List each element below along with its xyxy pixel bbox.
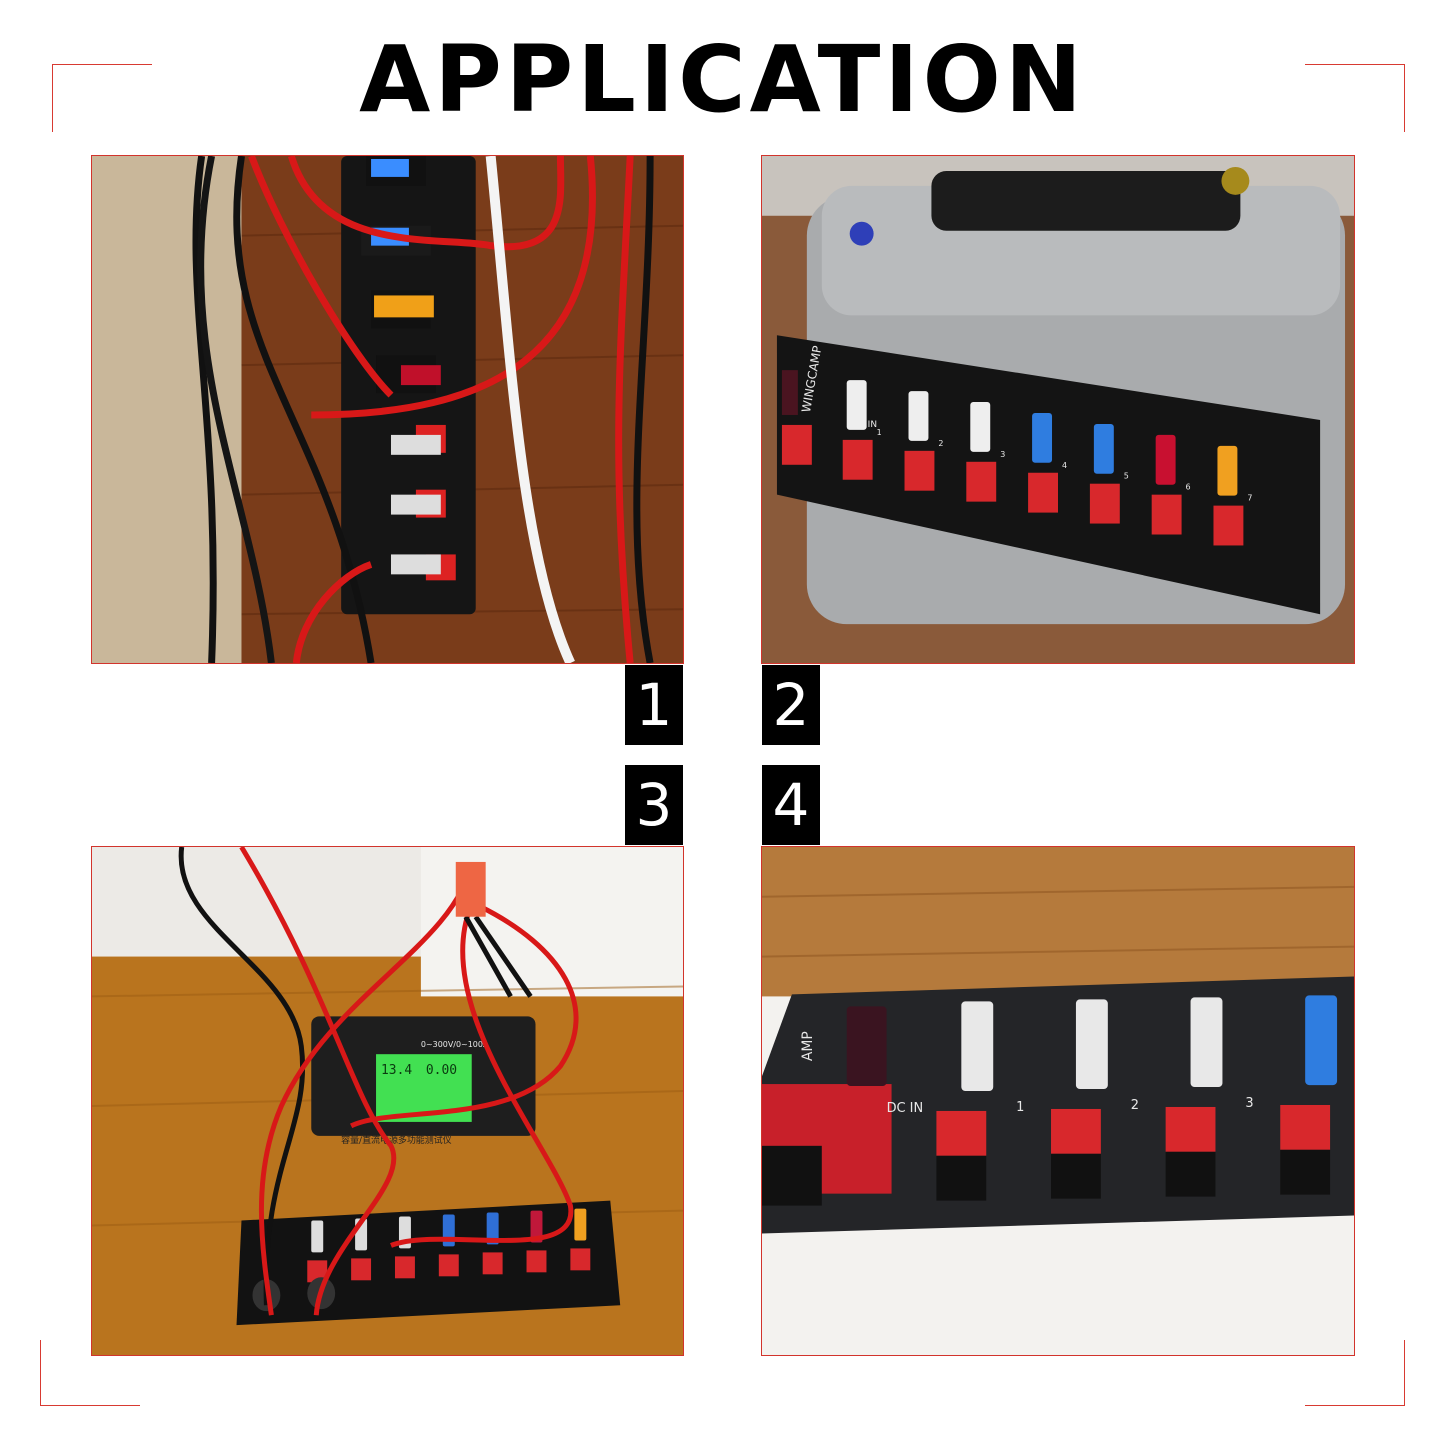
number-badge-3: 3 xyxy=(625,765,683,845)
photo-4-connector-red-3 xyxy=(1165,1106,1216,1152)
photo-3-connector-4 xyxy=(438,1254,459,1277)
photo-3-connector-1 xyxy=(307,1260,328,1283)
meter-range-label: 0~300V/0~100A xyxy=(421,1040,489,1049)
photo-2-port-label-2: 2 xyxy=(938,439,943,448)
photo-2-connector-7 xyxy=(1213,505,1244,546)
photo-2-port-label-6: 6 xyxy=(1186,483,1191,492)
photo-4-port-label-1: 1 xyxy=(1016,1100,1024,1115)
photo-4-connector-black-3 xyxy=(1165,1151,1216,1197)
photo-2-connector-1 xyxy=(842,439,873,480)
number-badge-1: 1 xyxy=(625,665,683,745)
photo-3-connector-6 xyxy=(526,1250,547,1273)
photo-2-fuse-6 xyxy=(1155,434,1176,485)
photo-2-port-label-3: 3 xyxy=(1000,450,1005,459)
photo-4-dc-in-label: DC IN xyxy=(887,1101,924,1116)
photo-4-fuse-3 xyxy=(1190,997,1223,1088)
photo-2-dc-in-connector xyxy=(781,424,812,465)
photo-3-fuse-6 xyxy=(530,1210,543,1243)
photo-4-connector-red-4 xyxy=(1280,1104,1331,1150)
photo-4-brand-label: AMP xyxy=(800,1031,816,1061)
photo-2-fuse-2 xyxy=(908,391,929,441)
photo-2-port-label-5: 5 xyxy=(1124,472,1129,481)
photo-2-connector-2 xyxy=(904,450,935,491)
photo-2-fuse-5 xyxy=(1093,423,1114,474)
meter-reading-voltage: 13.4 xyxy=(381,1063,412,1078)
photo-2-connector-4 xyxy=(1028,472,1058,513)
page-title: APPLICATION xyxy=(359,26,1086,133)
photo-2-connector-5 xyxy=(1089,483,1120,524)
photo-3-connector-2 xyxy=(351,1258,372,1281)
photo-3-fuse-1 xyxy=(311,1220,324,1253)
meter-caption: 容量/直流电源多功能测试仪 xyxy=(341,1134,452,1146)
photo-4-connector-black-1 xyxy=(936,1155,987,1201)
photo-3-fuse-7 xyxy=(574,1208,587,1241)
number-badge-4: 4 xyxy=(762,765,820,845)
number-badge-2: 2 xyxy=(762,665,820,745)
photo-3-fuse-5 xyxy=(486,1212,499,1245)
photo-2-port-label-4: 4 xyxy=(1062,461,1067,470)
photo-4-connector-black-4 xyxy=(1280,1149,1331,1195)
photo-3-connector-3 xyxy=(394,1256,415,1279)
photo-4-port-label-3: 3 xyxy=(1245,1096,1253,1111)
photo-4-connector-red-1 xyxy=(936,1110,987,1156)
photo-4-fuse-4 xyxy=(1305,995,1338,1086)
photo-2-dc-in-fuse xyxy=(781,370,798,415)
photo-2-connector-3 xyxy=(966,461,997,502)
photo-4-connector-red-2 xyxy=(1051,1108,1101,1154)
photo-2-port-label-1: 1 xyxy=(877,428,882,437)
photo-4-port-label-2: 2 xyxy=(1131,1098,1139,1113)
photo-4-fuse-1 xyxy=(961,1001,994,1092)
photo-2-fuse-7 xyxy=(1217,445,1238,496)
photo-3-connector-7 xyxy=(570,1248,591,1271)
photo-3-connector-5 xyxy=(482,1252,503,1275)
photo-2-port-label-7: 7 xyxy=(1247,494,1252,503)
photo-2-fuse-3 xyxy=(970,402,991,452)
photo-1-wall-mounted-fuse-block xyxy=(91,155,684,664)
photo-2-fuse-1 xyxy=(846,380,867,430)
photo-3-power-meter-setup: 13.4 0.00 0~300V/0~100A 容量/直流电源多功能测试仪 xyxy=(91,846,684,1356)
meter-reading-current: 0.00 xyxy=(426,1063,457,1078)
photo-2-fuse-4 xyxy=(1032,412,1053,463)
photo-2-connector-6 xyxy=(1151,494,1182,535)
photo-4-connector-black-2 xyxy=(1051,1153,1101,1199)
photo-4-fuse-2 xyxy=(1075,999,1108,1090)
